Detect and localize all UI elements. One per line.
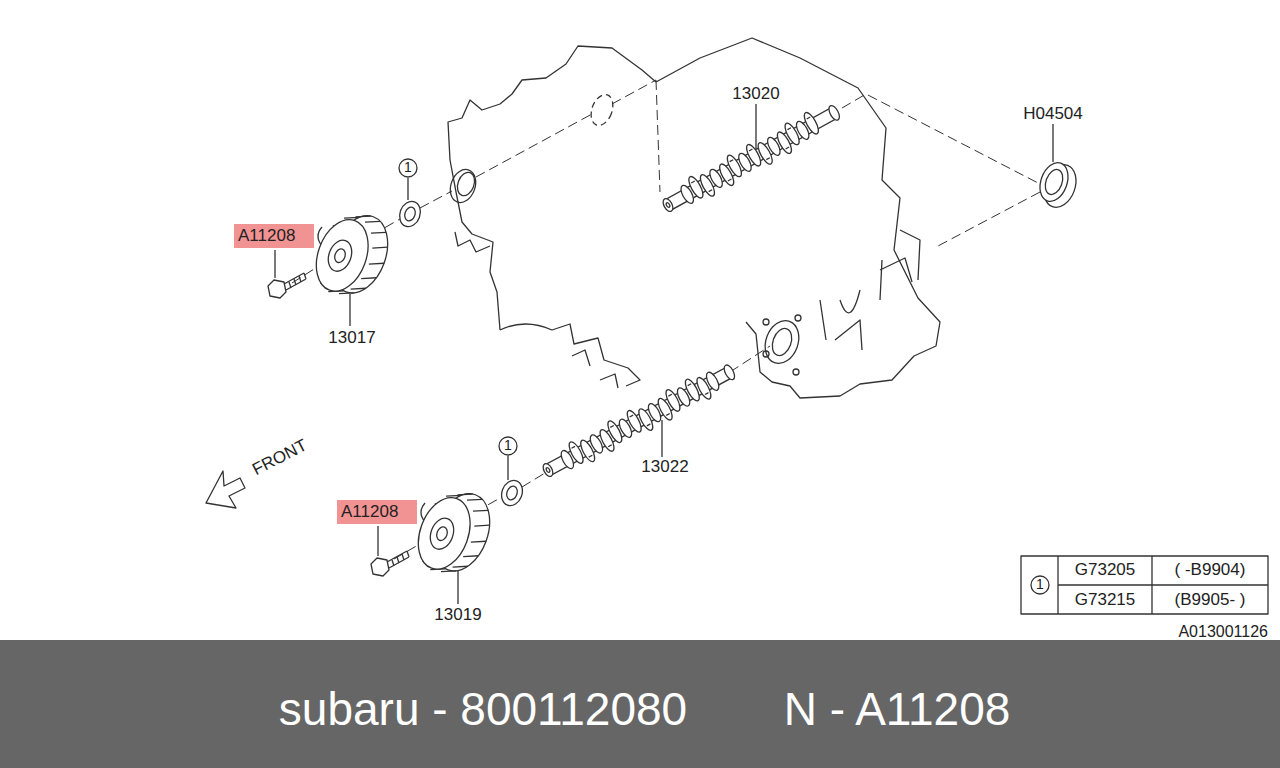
cylinder-head-detail bbox=[455, 232, 618, 388]
o-ring bbox=[396, 198, 424, 229]
part-number: 13019 bbox=[434, 606, 481, 625]
table-cell: G73215 bbox=[1075, 591, 1136, 610]
callout-number: 1 bbox=[404, 160, 412, 175]
callout-number: 1 bbox=[504, 438, 512, 453]
cam-bore bbox=[769, 326, 795, 358]
cam-sprocket bbox=[306, 203, 397, 306]
camshaft bbox=[658, 99, 845, 219]
part-number: 13022 bbox=[641, 458, 688, 477]
cam-seal bbox=[454, 170, 477, 198]
cam-bore bbox=[759, 316, 804, 368]
part-number: A11208 bbox=[341, 502, 398, 521]
cylinder-head-outline bbox=[448, 46, 656, 386]
cam-seal bbox=[446, 166, 480, 206]
oil-seal bbox=[1035, 159, 1073, 205]
bolt bbox=[371, 551, 409, 576]
leader-line bbox=[275, 104, 1053, 604]
part-number: 13017 bbox=[328, 329, 375, 348]
footer-text: subaru - 800112080 bbox=[279, 684, 687, 735]
highlight-box: A11208 bbox=[337, 500, 417, 524]
bolt bbox=[268, 273, 306, 298]
cylinder-head-detail bbox=[820, 230, 920, 350]
footer-text: N - A11208 bbox=[784, 684, 1011, 735]
camshaft bbox=[538, 358, 740, 484]
direction-label: FRONT bbox=[250, 436, 311, 479]
diagram-code: A013001126 bbox=[1178, 623, 1268, 641]
variant-table bbox=[1021, 556, 1268, 614]
callout-number: 1 bbox=[1036, 577, 1044, 592]
cam-sprocket bbox=[408, 481, 499, 584]
part-number: H04504 bbox=[1023, 105, 1083, 124]
cylinder-head-outline bbox=[656, 38, 940, 398]
part-number: A11208 bbox=[238, 226, 295, 245]
o-ring bbox=[498, 477, 526, 508]
footer-bar bbox=[0, 640, 1280, 768]
highlight-box: A11208 bbox=[234, 224, 314, 248]
table-cell: ( -B9904) bbox=[1175, 561, 1246, 580]
table-cell: G73205 bbox=[1075, 561, 1136, 580]
table-cell: (B9905- ) bbox=[1175, 591, 1246, 610]
front-arrow bbox=[206, 471, 245, 508]
part-number: 13020 bbox=[732, 85, 779, 104]
cam-bore bbox=[587, 92, 617, 129]
